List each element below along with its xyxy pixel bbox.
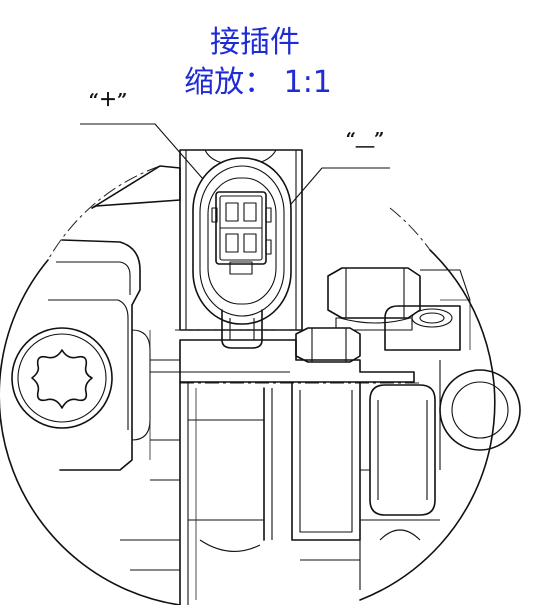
wedge-feature [91,165,181,209]
detail-circle [0,165,496,605]
drawing-title: 接插件 [210,25,300,60]
mounting-plate [150,339,415,383]
lower-structure [120,381,361,605]
pin-negative [225,233,239,253]
connector-pin-block [211,191,272,275]
callout-minus-label: “＿” [346,129,385,150]
pin-positive [225,202,239,222]
drawing-scale: 缩放： 1:1 [184,65,332,100]
hex-nut-large [327,267,421,331]
torx-head-icon [31,349,93,409]
right-bracket [384,269,521,470]
right-lower-block [300,384,440,590]
callout-plus-label: “＋” [89,90,128,111]
connector-oval [192,157,292,325]
left-bolt-assembly [11,239,151,471]
hex-nut-small [295,327,361,363]
connector-latch [221,309,263,349]
